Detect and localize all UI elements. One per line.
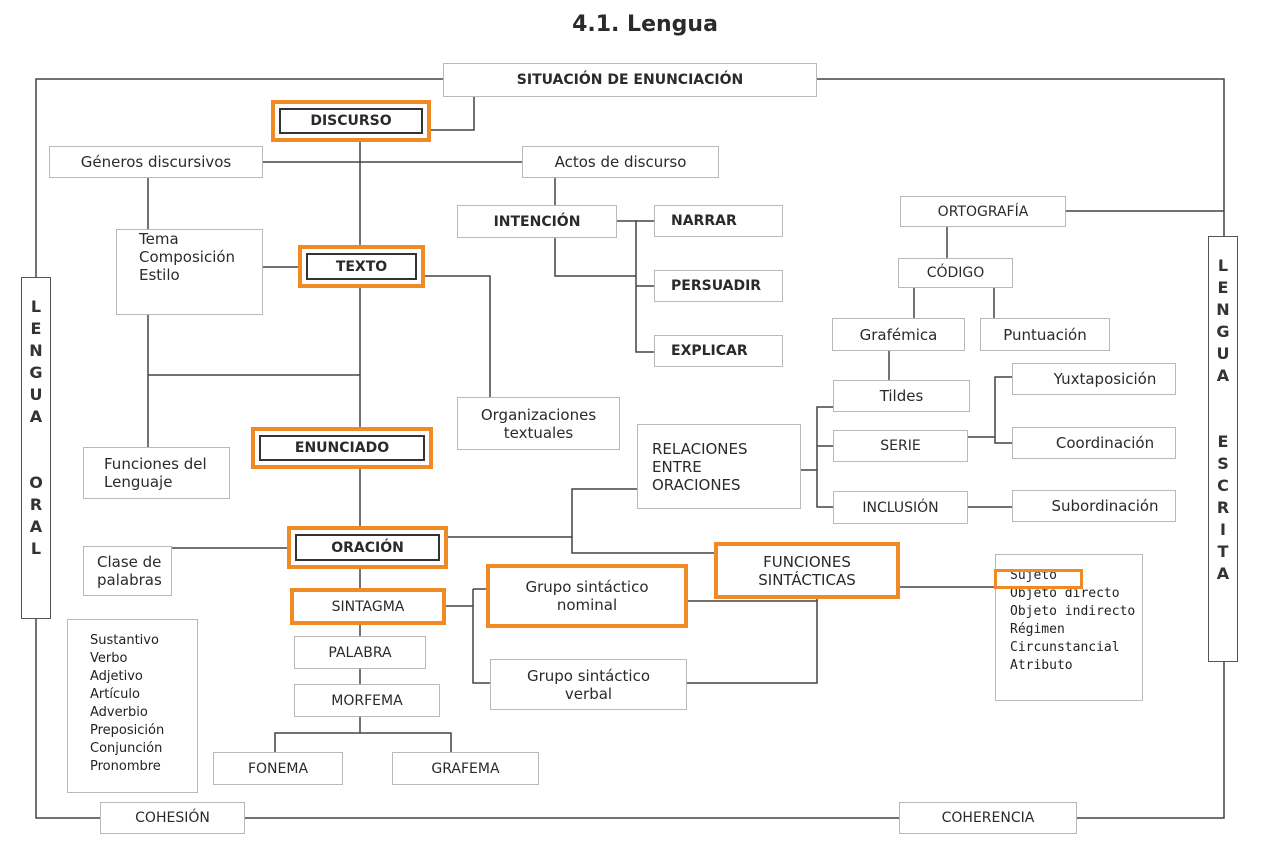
list-item: Atributo: [1010, 658, 1073, 673]
ortografia-node: ORTOGRAFÍA: [900, 196, 1066, 227]
grupo-sintactico-verbal: Grupo sintáctico verbal: [490, 659, 687, 710]
grafema-node: GRAFEMA: [392, 752, 539, 785]
oracion-node: ORACIÓN: [287, 526, 448, 569]
subordinacion-node: Subordinación: [1012, 490, 1176, 522]
palabra-node: PALABRA: [294, 636, 426, 669]
morfema-node: MORFEMA: [294, 684, 440, 717]
page-title: 4.1. Lengua: [572, 12, 718, 37]
list-item: Conjunción: [90, 741, 163, 756]
cohesion-label: COHESIÓN: [100, 802, 245, 834]
generos-discursivos: Géneros discursivos: [49, 146, 263, 178]
tildes-node: Tildes: [833, 380, 970, 412]
grafemica-node: Grafémica: [832, 318, 965, 351]
yuxtaposicion-node: Yuxtaposición: [1012, 363, 1176, 395]
list-item: Circunstancial: [1010, 640, 1120, 655]
relaciones-entre-oraciones: RELACIONES ENTRE ORACIONES: [637, 424, 801, 509]
actos-de-discurso: Actos de discurso: [522, 146, 719, 178]
tema-composicion-estilo: Tema Composición Estilo: [116, 229, 263, 315]
list-item: Adverbio: [90, 705, 148, 720]
list-item: Objeto indirecto: [1010, 604, 1136, 619]
explicar-node: EXPLICAR: [654, 335, 783, 367]
narrar-node: NARRAR: [654, 205, 783, 237]
list-item: Pronombre: [90, 759, 161, 774]
puntuacion-node: Puntuación: [980, 318, 1110, 351]
list-item: Artículo: [90, 687, 140, 702]
organizaciones-textuales: Organizaciones textuales: [457, 397, 620, 450]
composicion-label: Composición: [139, 248, 236, 266]
situacion-enunciacion-label: SITUACIÓN DE ENUNCIACIÓN: [443, 63, 817, 97]
sintagma-node: SINTAGMA: [290, 588, 446, 625]
list-item: Adjetivo: [90, 669, 143, 684]
serie-node: SERIE: [833, 430, 968, 462]
texto-label: TEXTO: [306, 253, 417, 280]
inclusion-node: INCLUSIÓN: [833, 491, 968, 524]
word-class-list: Sustantivo Verbo Adjetivo Artículo Adver…: [67, 619, 198, 793]
sujeto-highlight: [994, 569, 1083, 589]
coherencia-label: COHERENCIA: [899, 802, 1077, 834]
tema-label: Tema: [139, 230, 179, 248]
persuadir-node: PERSUADIR: [654, 270, 783, 302]
grupo-sintactico-nominal: Grupo sintáctico nominal: [486, 564, 688, 628]
codigo-node: CÓDIGO: [898, 258, 1013, 288]
list-item: Régimen: [1010, 622, 1065, 637]
fonema-node: FONEMA: [213, 752, 343, 785]
enunciado-node: ENUNCIADO: [251, 427, 433, 469]
enunciado-label: ENUNCIADO: [259, 435, 425, 461]
sint-function-list: Sujeto Objeto directo Objeto indirecto R…: [994, 554, 1143, 701]
estilo-label: Estilo: [139, 266, 180, 284]
oracion-label: ORACIÓN: [295, 534, 440, 561]
texto-node: TEXTO: [298, 245, 425, 288]
coordinacion-node: Coordinación: [1012, 427, 1176, 459]
funciones-sintacticas-node: FUNCIONES SINTÁCTICAS: [714, 542, 900, 599]
list-item: Preposición: [90, 723, 165, 738]
list-item: Verbo: [90, 651, 128, 666]
clase-de-palabras: Clase de palabras: [83, 546, 172, 596]
discurso-label: DISCURSO: [279, 108, 423, 134]
list-item: Sustantivo: [90, 633, 159, 648]
intencion-node: INTENCIÓN: [457, 205, 617, 238]
list-item: Objeto directo: [1010, 586, 1120, 601]
discurso-node: DISCURSO: [271, 100, 431, 142]
funciones-del-lenguaje: Funciones del Lenguaje: [83, 447, 230, 499]
